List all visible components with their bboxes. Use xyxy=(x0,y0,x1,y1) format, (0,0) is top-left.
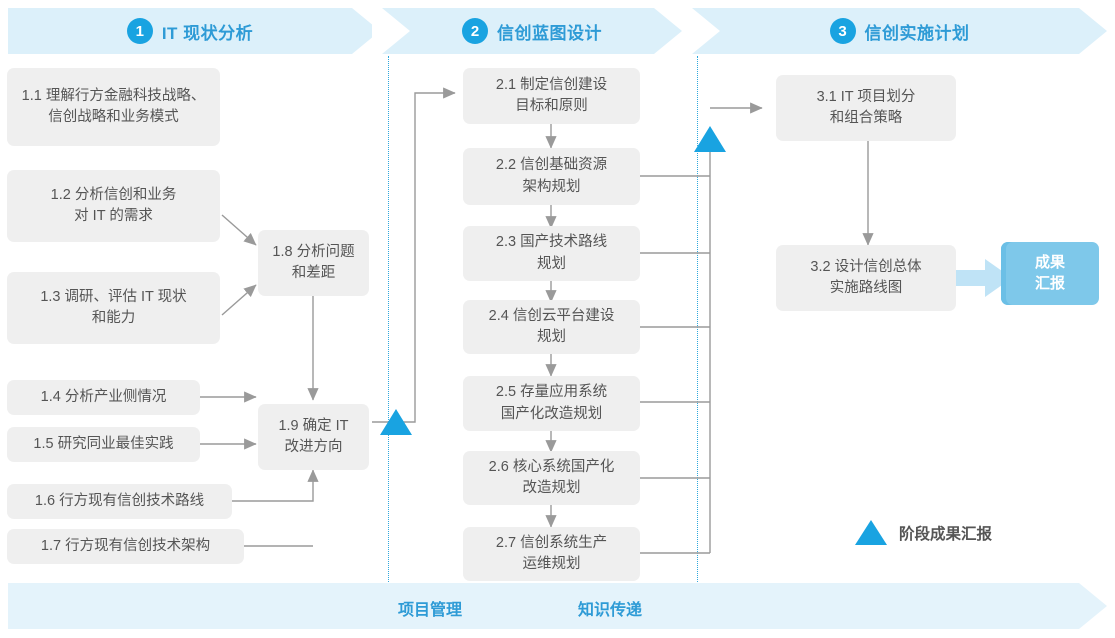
legend: 阶段成果汇报 xyxy=(855,520,992,545)
phase-separator-left xyxy=(388,56,389,586)
phase-header-2[interactable]: 2 信创蓝图设计 xyxy=(382,8,682,54)
phase-separator-right xyxy=(697,56,698,586)
bottom-label-project-management: 项目管理 xyxy=(398,602,463,619)
phase-number-badge-1: 1 xyxy=(126,18,153,44)
phase-header-3[interactable]: 3 信创实施计划 xyxy=(692,8,1107,54)
node-2-3[interactable]: 2.3 国产技术路线 规划 xyxy=(463,226,640,281)
milestone-triangle-phase2 xyxy=(694,126,726,152)
node-3-2[interactable]: 3.2 设计信创总体 实施路线图 xyxy=(776,245,956,311)
node-1-5[interactable]: 1.5 研究同业最佳实践 xyxy=(7,427,200,462)
node-1-1[interactable]: 1.1 理解行方金融科技战略、 信创战略和业务模式 xyxy=(7,68,220,146)
phase-title-3: 信创实施计划 xyxy=(864,23,970,43)
node-1-3[interactable]: 1.3 调研、评估 IT 现状 和能力 xyxy=(7,272,220,344)
bottom-label-knowledge-transfer: 知识传递 xyxy=(578,602,643,619)
phase-title-1: IT 现状分析 xyxy=(161,23,254,43)
phase-number-badge-2: 2 xyxy=(462,18,488,44)
node-1-4[interactable]: 1.4 分析产业侧情况 xyxy=(7,380,200,415)
node-2-7[interactable]: 2.7 信创系统生产 运维规划 xyxy=(463,527,640,581)
node-3-1[interactable]: 3.1 IT 项目划分 和组合策略 xyxy=(776,75,956,141)
milestone-triangle-phase1 xyxy=(380,409,412,435)
node-1-6[interactable]: 1.6 行方现有信创技术路线 xyxy=(7,484,232,519)
node-1-7[interactable]: 1.7 行方现有信创技术架构 xyxy=(7,529,244,564)
node-1-2[interactable]: 1.2 分析信创和业务 对 IT 的需求 xyxy=(7,170,220,242)
milestone-triangle-icon xyxy=(855,520,887,545)
node-2-2[interactable]: 2.2 信创基础资源 架构规划 xyxy=(463,148,640,205)
result-chip[interactable]: 成果 汇报 xyxy=(1001,242,1099,305)
node-2-4[interactable]: 2.4 信创云平台建设 规划 xyxy=(463,300,640,354)
phase-title-2: 信创蓝图设计 xyxy=(497,23,602,43)
node-1-9[interactable]: 1.9 确定 IT 改进方向 xyxy=(258,404,369,470)
node-1-8[interactable]: 1.8 分析问题 和差距 xyxy=(258,230,369,296)
node-2-5[interactable]: 2.5 存量应用系统 国产化改造规划 xyxy=(463,376,640,431)
phase-band: 1 IT 现状分析 2 信创蓝图设计 3 信创实施计划 xyxy=(0,8,1115,54)
node-2-1[interactable]: 2.1 制定信创建设 目标和原则 xyxy=(463,68,640,124)
node-2-6[interactable]: 2.6 核心系统国产化 改造规划 xyxy=(463,451,640,505)
phase-header-1[interactable]: 1 IT 现状分析 xyxy=(8,8,372,54)
legend-label: 阶段成果汇报 xyxy=(899,525,993,543)
phase-number-badge-3: 3 xyxy=(829,18,856,44)
bottom-band xyxy=(8,583,1107,629)
